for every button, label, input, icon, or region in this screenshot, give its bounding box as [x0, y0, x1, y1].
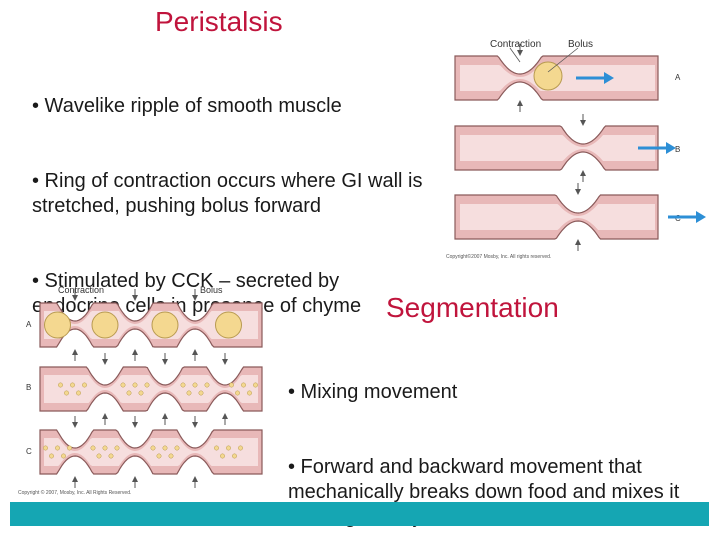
segmentation-particle-3-4-1 [214, 445, 219, 451]
segmentation-row-b-label: B [26, 383, 32, 392]
segmentation-particle-2-2-4 [138, 390, 144, 396]
segmentation-particle-3-3-1 [150, 445, 156, 451]
peristalsis-contraction-bottom-2-head [580, 170, 586, 176]
peristalsis-lumen-2 [460, 135, 655, 161]
peristalsis-contraction-top-3-head [575, 189, 581, 195]
segmentation-bullet-1: • Mixing movement [288, 381, 458, 403]
segmentation-contraction-bottom-3-1-head [72, 476, 78, 482]
peristalsis-arrow-2-head [666, 142, 676, 154]
segmentation-bolus-1-1 [44, 311, 71, 339]
segmentation-particle-2-2-1 [120, 382, 126, 388]
segmentation-particle-3-1-3 [55, 445, 60, 451]
segmentation-bolus-1-4 [215, 311, 242, 339]
segmentation-contraction-top-3-3-head [192, 422, 198, 428]
segmentation-contraction-top-1-2-head [132, 295, 138, 301]
peristalsis-contraction-pointer [509, 47, 521, 63]
segmentation-particle-3-3-4 [168, 453, 174, 459]
segmentation-bolus-1-3 [151, 311, 179, 339]
segmentation-contraction-top-2-1-head [102, 359, 108, 365]
segmentation-particle-2-2-5 [144, 382, 150, 388]
segmentation-contraction-top-1-3-head [192, 295, 198, 301]
segmentation-particle-2-3-1 [180, 382, 186, 388]
segmentation-particle-2-1-4 [76, 390, 81, 396]
segmentation-particle-3-4-3 [226, 445, 231, 451]
segmentation-particle-2-4-1 [229, 382, 234, 388]
peristalsis-bullets: • Wavelike ripple of smooth muscle • Rin… [32, 44, 432, 344]
segmentation-contraction-bottom-3-3-head [192, 476, 198, 482]
segmentation-particle-3-3-5 [174, 445, 180, 451]
segmentation-row-c-label: C [26, 447, 32, 456]
peristalsis-contraction-label: Contraction [490, 39, 542, 50]
peristalsis-bolus-pointer [547, 47, 579, 73]
segmentation-particle-2-1-3 [70, 382, 75, 388]
segmentation-contraction-top-3-1-head [72, 422, 78, 428]
segmentation-particle-2-3-2 [186, 390, 192, 396]
segmentation-particle-3-3-2 [156, 453, 162, 459]
segmentation-particle-2-4-4 [247, 390, 252, 396]
segmentation-particle-3-2-2 [96, 453, 102, 459]
segmentation-bolus-1-2 [91, 311, 119, 339]
segmentation-contraction-bottom-2-3-head [222, 413, 228, 419]
peristalsis-contraction-top-2-head [580, 120, 586, 126]
peristalsis-row-b-label: B [675, 145, 681, 154]
segmentation-contraction-top-2-2-head [162, 359, 168, 365]
segmentation-particle-2-1-5 [82, 382, 87, 388]
segmentation-particle-3-4-5 [238, 445, 243, 451]
segmentation-particle-3-4-2 [220, 453, 225, 459]
peristalsis-contraction-bottom-1-head [517, 100, 523, 106]
segmentation-particle-3-4-4 [232, 453, 237, 459]
segmentation-particle-2-4-5 [253, 382, 258, 388]
segmentation-particle-3-1-4 [61, 453, 66, 459]
peristalsis-row-a-label: A [675, 73, 681, 82]
segmentation-particle-2-1-1 [58, 382, 63, 388]
segmentation-particle-2-3-4 [198, 390, 204, 396]
segmentation-lumen-2 [44, 375, 258, 403]
segmentation-particle-3-1-5 [67, 445, 72, 451]
segmentation-particle-2-3-3 [192, 382, 198, 388]
peristalsis-bolus [533, 61, 563, 91]
segmentation-contraction-top-2-3-head [222, 359, 228, 365]
segmentation-title: Segmentation [386, 292, 559, 323]
segmentation-particle-2-4-2 [235, 390, 240, 396]
segmentation-particle-3-1-2 [49, 453, 54, 459]
segmentation-contraction-top-1-1-head [72, 295, 78, 301]
segmentation-particle-3-1-1 [43, 445, 48, 451]
segmentation-row-a-label: A [26, 320, 32, 329]
peristalsis-arrow-3-head [696, 211, 706, 223]
segmentation-particle-3-2-5 [114, 445, 120, 451]
segmentation-particle-2-2-2 [126, 390, 132, 396]
peristalsis-lumen-3 [460, 204, 655, 230]
peristalsis-title: Peristalsis [155, 6, 283, 37]
segmentation-lumen-3 [44, 438, 258, 466]
segmentation-particle-3-2-4 [108, 453, 114, 459]
segmentation-particle-3-2-1 [90, 445, 96, 451]
peristalsis-bolus-label: Bolus [568, 39, 594, 50]
segmentation-particle-2-1-2 [64, 390, 69, 396]
diagram-figures [39, 44, 706, 488]
segmentation-contraction-bottom-2-1-head [102, 413, 108, 419]
segmentation-particle-2-4-3 [241, 382, 246, 388]
segmentation-contraction-bottom-1-3-head [192, 349, 198, 355]
segmentation-contraction-label: Contraction [58, 285, 105, 295]
segmentation-copyright: Copyright © 2007, Mosby, Inc. All Rights… [18, 490, 132, 496]
segmentation-particle-2-3-5 [204, 382, 210, 388]
segmentation-contraction-bottom-1-1-head [72, 349, 78, 355]
segmentation-contraction-bottom-3-2-head [132, 476, 138, 482]
segmentation-contraction-top-3-2-head [132, 422, 138, 428]
segmentation-contraction-bottom-2-2-head [162, 413, 168, 419]
segmentation-particle-3-2-3 [102, 445, 108, 451]
segmentation-particle-3-3-3 [162, 445, 168, 451]
bottom-accent-bar [10, 502, 709, 526]
peristalsis-contraction-top-1-head [517, 50, 523, 56]
peristalsis-copyright: Copyright©2007 Mosby, Inc. All rights re… [446, 254, 552, 260]
segmentation-particle-2-2-3 [132, 382, 138, 388]
peristalsis-bullet-2: • Ring of contraction occurs where GI wa… [32, 170, 429, 217]
segmentation-bolus-label: Bolus [200, 285, 223, 295]
peristalsis-bullet-1: • Wavelike ripple of smooth muscle [32, 95, 342, 117]
segmentation-contraction-bottom-1-2-head [132, 349, 138, 355]
peristalsis-contraction-bottom-3-head [575, 239, 581, 245]
peristalsis-arrow-1-head [604, 72, 614, 84]
